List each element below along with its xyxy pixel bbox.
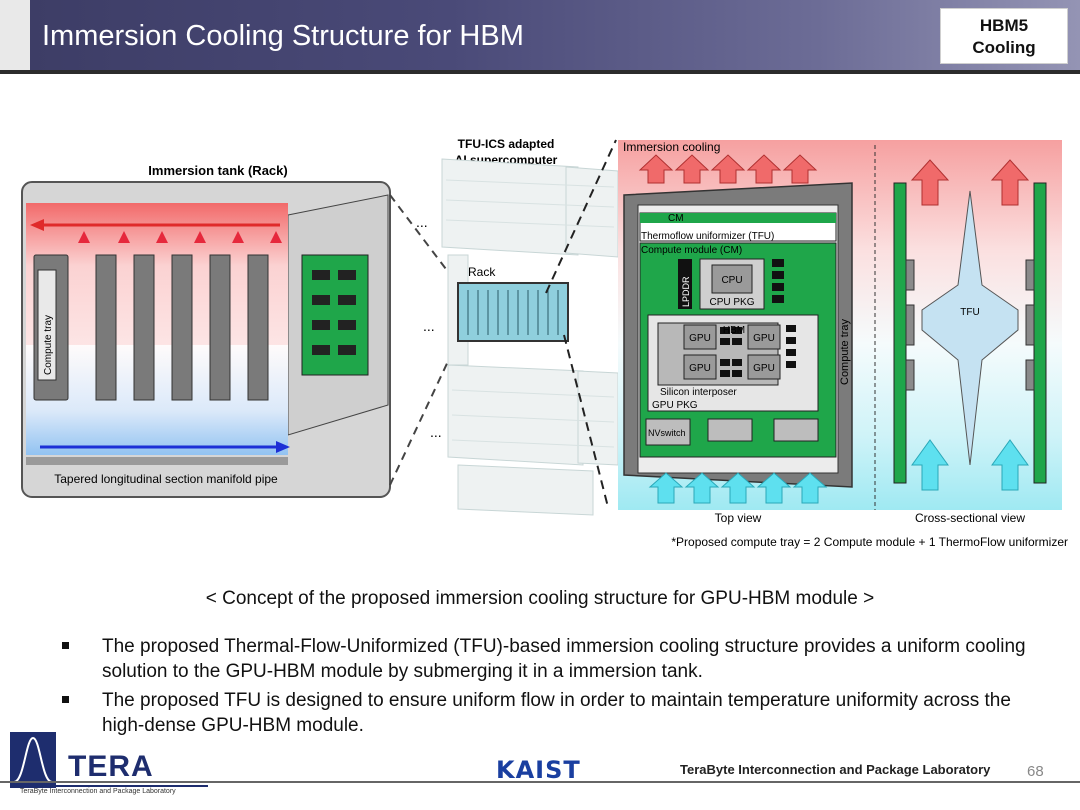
rack-highlight-slots (467, 290, 559, 335)
rack-highlight (457, 282, 569, 342)
gpu-pkg-label: GPU PKG (652, 400, 698, 411)
header-left-strip (0, 0, 30, 70)
cross-chips (905, 259, 1035, 391)
hbm-label: HBM (723, 325, 745, 336)
tfu-body (921, 190, 1019, 466)
ellipsis-bottom: ... (430, 424, 442, 440)
nvswitch-chip (645, 418, 691, 446)
compute-tray-side-label: Compute tray (839, 318, 851, 385)
manifold-pipe (26, 457, 288, 465)
header-bar (30, 0, 1080, 70)
gpu-die-3 (747, 324, 781, 350)
cm-strip (640, 213, 836, 223)
gpu-label-2: GPU (689, 363, 711, 374)
page-number: 68 (1027, 763, 1044, 780)
bullet-mark (62, 642, 69, 649)
tank-pcb-side (301, 254, 369, 376)
topic-badge: HBM5 Cooling (940, 8, 1068, 64)
io-chip-1 (707, 418, 753, 442)
rack-rows (445, 179, 615, 448)
slide-title: Immersion Cooling Structure for HBM (42, 20, 524, 52)
tank-pcb-chips (312, 270, 356, 355)
supercomputer-racks (441, 158, 619, 516)
top-view-label: Top view (715, 511, 762, 525)
cross-in-arrow-2 (991, 439, 1029, 491)
gpu-die-4 (747, 354, 781, 380)
cm-label: CM (668, 213, 684, 224)
supercomputer-title-1: TFU-ICS adapted (458, 137, 555, 151)
cpu-label: CPU (721, 275, 742, 286)
cross-board-right (1033, 182, 1047, 484)
cross-out-arrow-2 (990, 159, 1030, 206)
top-return-arrow-head (30, 219, 44, 231)
gpu-label-3: GPU (753, 333, 775, 344)
gpu-label-4: GPU (753, 363, 775, 374)
top-view-out-arrows (638, 154, 818, 184)
tank-flow-arrows (82, 239, 278, 447)
tank-arrow-heads (78, 231, 282, 243)
bottom-supply-arrow-head (276, 441, 290, 453)
kaist-logo: KAIST (496, 756, 581, 784)
lpddr-label: LPDDR (681, 276, 691, 307)
compute-tray-highlight (37, 269, 57, 381)
figure-caption: < Concept of the proposed immersion cool… (205, 588, 875, 609)
footnote: *Proposed compute tray = 2 Compute modul… (671, 535, 1068, 549)
compute-module-label: Compute module (CM) (641, 245, 742, 256)
connector-right-top (545, 139, 617, 294)
lpddr-block (678, 259, 692, 309)
nvswitch-label: NVswitch (648, 428, 686, 438)
tfu-label: Thermoflow uniformizer (TFU) (641, 231, 774, 242)
gpu-die-2 (683, 354, 717, 380)
compute-tray-label: Compute tray (43, 315, 54, 375)
cross-in-arrow-1 (911, 439, 949, 491)
tank-title: Immersion tank (Rack) (148, 163, 287, 178)
cross-view-label: Cross-sectional view (915, 511, 1025, 525)
ellipsis-top: ... (416, 214, 428, 230)
cpu-side-memory (772, 259, 784, 303)
gpu-label-1: GPU (689, 333, 711, 344)
hbm-stacks (720, 327, 742, 377)
cross-board-left (893, 182, 907, 484)
bullet-text: The proposed TFU is designed to ensure u… (102, 690, 1011, 736)
ellipsis-mid: ... (423, 318, 435, 334)
footer-lab-name: TeraByte Interconnection and Package Lab… (680, 762, 991, 777)
top-view-in-arrows (648, 472, 828, 504)
silicon-interposer-label: Silicon interposer (660, 387, 737, 398)
io-chip-2 (773, 418, 819, 442)
header-underline (0, 70, 1080, 74)
bullet-item: The proposed Thermal-Flow-Uniformized (T… (62, 634, 1052, 684)
gpu-side-memory (786, 325, 796, 368)
connector-left-top (389, 194, 459, 286)
connector-left-bottom (389, 339, 459, 486)
bullet-item: The proposed TFU is designed to ensure u… (62, 688, 1052, 738)
bullet-text: The proposed Thermal-Flow-Uniformized (T… (102, 636, 1026, 682)
cooling-concept-figure: Immersion tank (Rack) Compute tray (21, 137, 1068, 549)
cpu-pkg-label: CPU PKG (709, 297, 754, 308)
tera-logo-subtitle: TeraByte Interconnection and Package Lab… (20, 788, 176, 795)
badge-line-2: Cooling (972, 38, 1036, 57)
tfu-cross-label: TFU (960, 307, 979, 318)
immersion-cooling-label: Immersion cooling (623, 140, 720, 154)
cpu-die (711, 264, 753, 294)
tera-logo-icon (10, 732, 208, 788)
bullet-list: The proposed Thermal-Flow-Uniformized (T… (62, 634, 1052, 742)
footer-line (0, 781, 1080, 783)
badge-line-1: HBM5 (979, 16, 1029, 35)
tera-logo-text: TERA (68, 750, 154, 783)
slide-header: Immersion Cooling Structure for HBM HBM5… (0, 0, 1080, 76)
manifold-label: Tapered longitudinal section manifold pi… (54, 472, 278, 486)
gpu-die-1 (683, 324, 717, 350)
cross-out-arrow-1 (910, 159, 950, 206)
tank-inner-bottom (26, 345, 288, 455)
rack-label: Rack (468, 265, 496, 279)
bullet-mark (62, 696, 69, 703)
